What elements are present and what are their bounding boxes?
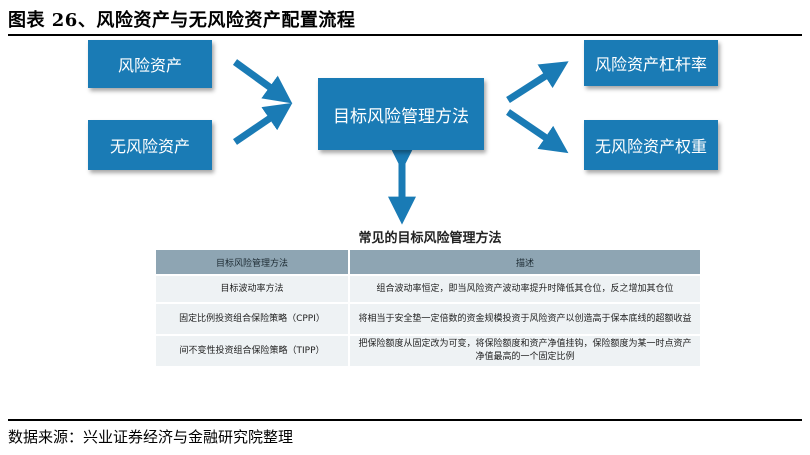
method-name: 间不变性投资组合保险策略（TIPP） — [156, 334, 350, 366]
method-name: 目标波动率方法 — [156, 274, 350, 303]
arrow-center-to-weight — [506, 109, 569, 154]
column-header: 描述 — [349, 250, 700, 275]
box-riskfree-asset: 无风险资产 — [88, 120, 212, 170]
method-name: 固定比例投资组合保险策略（CPPI） — [156, 302, 350, 335]
bottom-rule — [8, 419, 802, 421]
method-description: 将相当于安全垫一定倍数的资金规模投资于风险资产以创造高于保本底线的超额收益 — [349, 302, 700, 335]
top-rule — [8, 34, 802, 36]
methods-table: 目标风险管理方法 描述 目标波动率方法 组合波动率恒定，即当风险资产波动率提升时… — [156, 250, 700, 366]
method-description: 组合波动率恒定，即当风险资产波动率提升时降低其仓位，反之增加其仓位 — [349, 274, 700, 303]
box-riskfree-weight: 无风险资产权重 — [584, 120, 718, 170]
table-row: 目标波动率方法 组合波动率恒定，即当风险资产波动率提升时降低其仓位，反之增加其仓… — [156, 274, 700, 303]
arrow-center-to-leverage — [506, 61, 569, 103]
arrow-riskfree-to-center — [233, 102, 293, 145]
source-note: 数据来源：兴业证券经济与金融研究院整理 — [8, 428, 294, 446]
column-header: 目标风险管理方法 — [156, 250, 350, 275]
figure-title: 图表 26、风险资产与无风险资产配置流程 — [8, 10, 356, 31]
table-row: 间不变性投资组合保险策略（TIPP） 把保险额度从固定改为可变，将保险额度和资产… — [156, 334, 700, 366]
method-description: 把保险额度从固定改为可变，将保险额度和资产净值挂钩，保险额度为某一时点资产净值最… — [349, 334, 700, 366]
table-header-row: 目标风险管理方法 描述 — [156, 250, 700, 275]
box-risky-asset: 风险资产 — [88, 40, 212, 88]
box-risky-leverage: 风险资产杠杆率 — [584, 40, 718, 86]
box-target-risk-method: 目标风险管理方法 — [318, 78, 484, 150]
arrow-risky-to-center — [232, 59, 293, 104]
table-heading: 常见的目标风险管理方法 — [358, 231, 502, 246]
table-row: 固定比例投资组合保险策略（CPPI） 将相当于安全垫一定倍数的资金规模投资于风险… — [156, 302, 700, 335]
